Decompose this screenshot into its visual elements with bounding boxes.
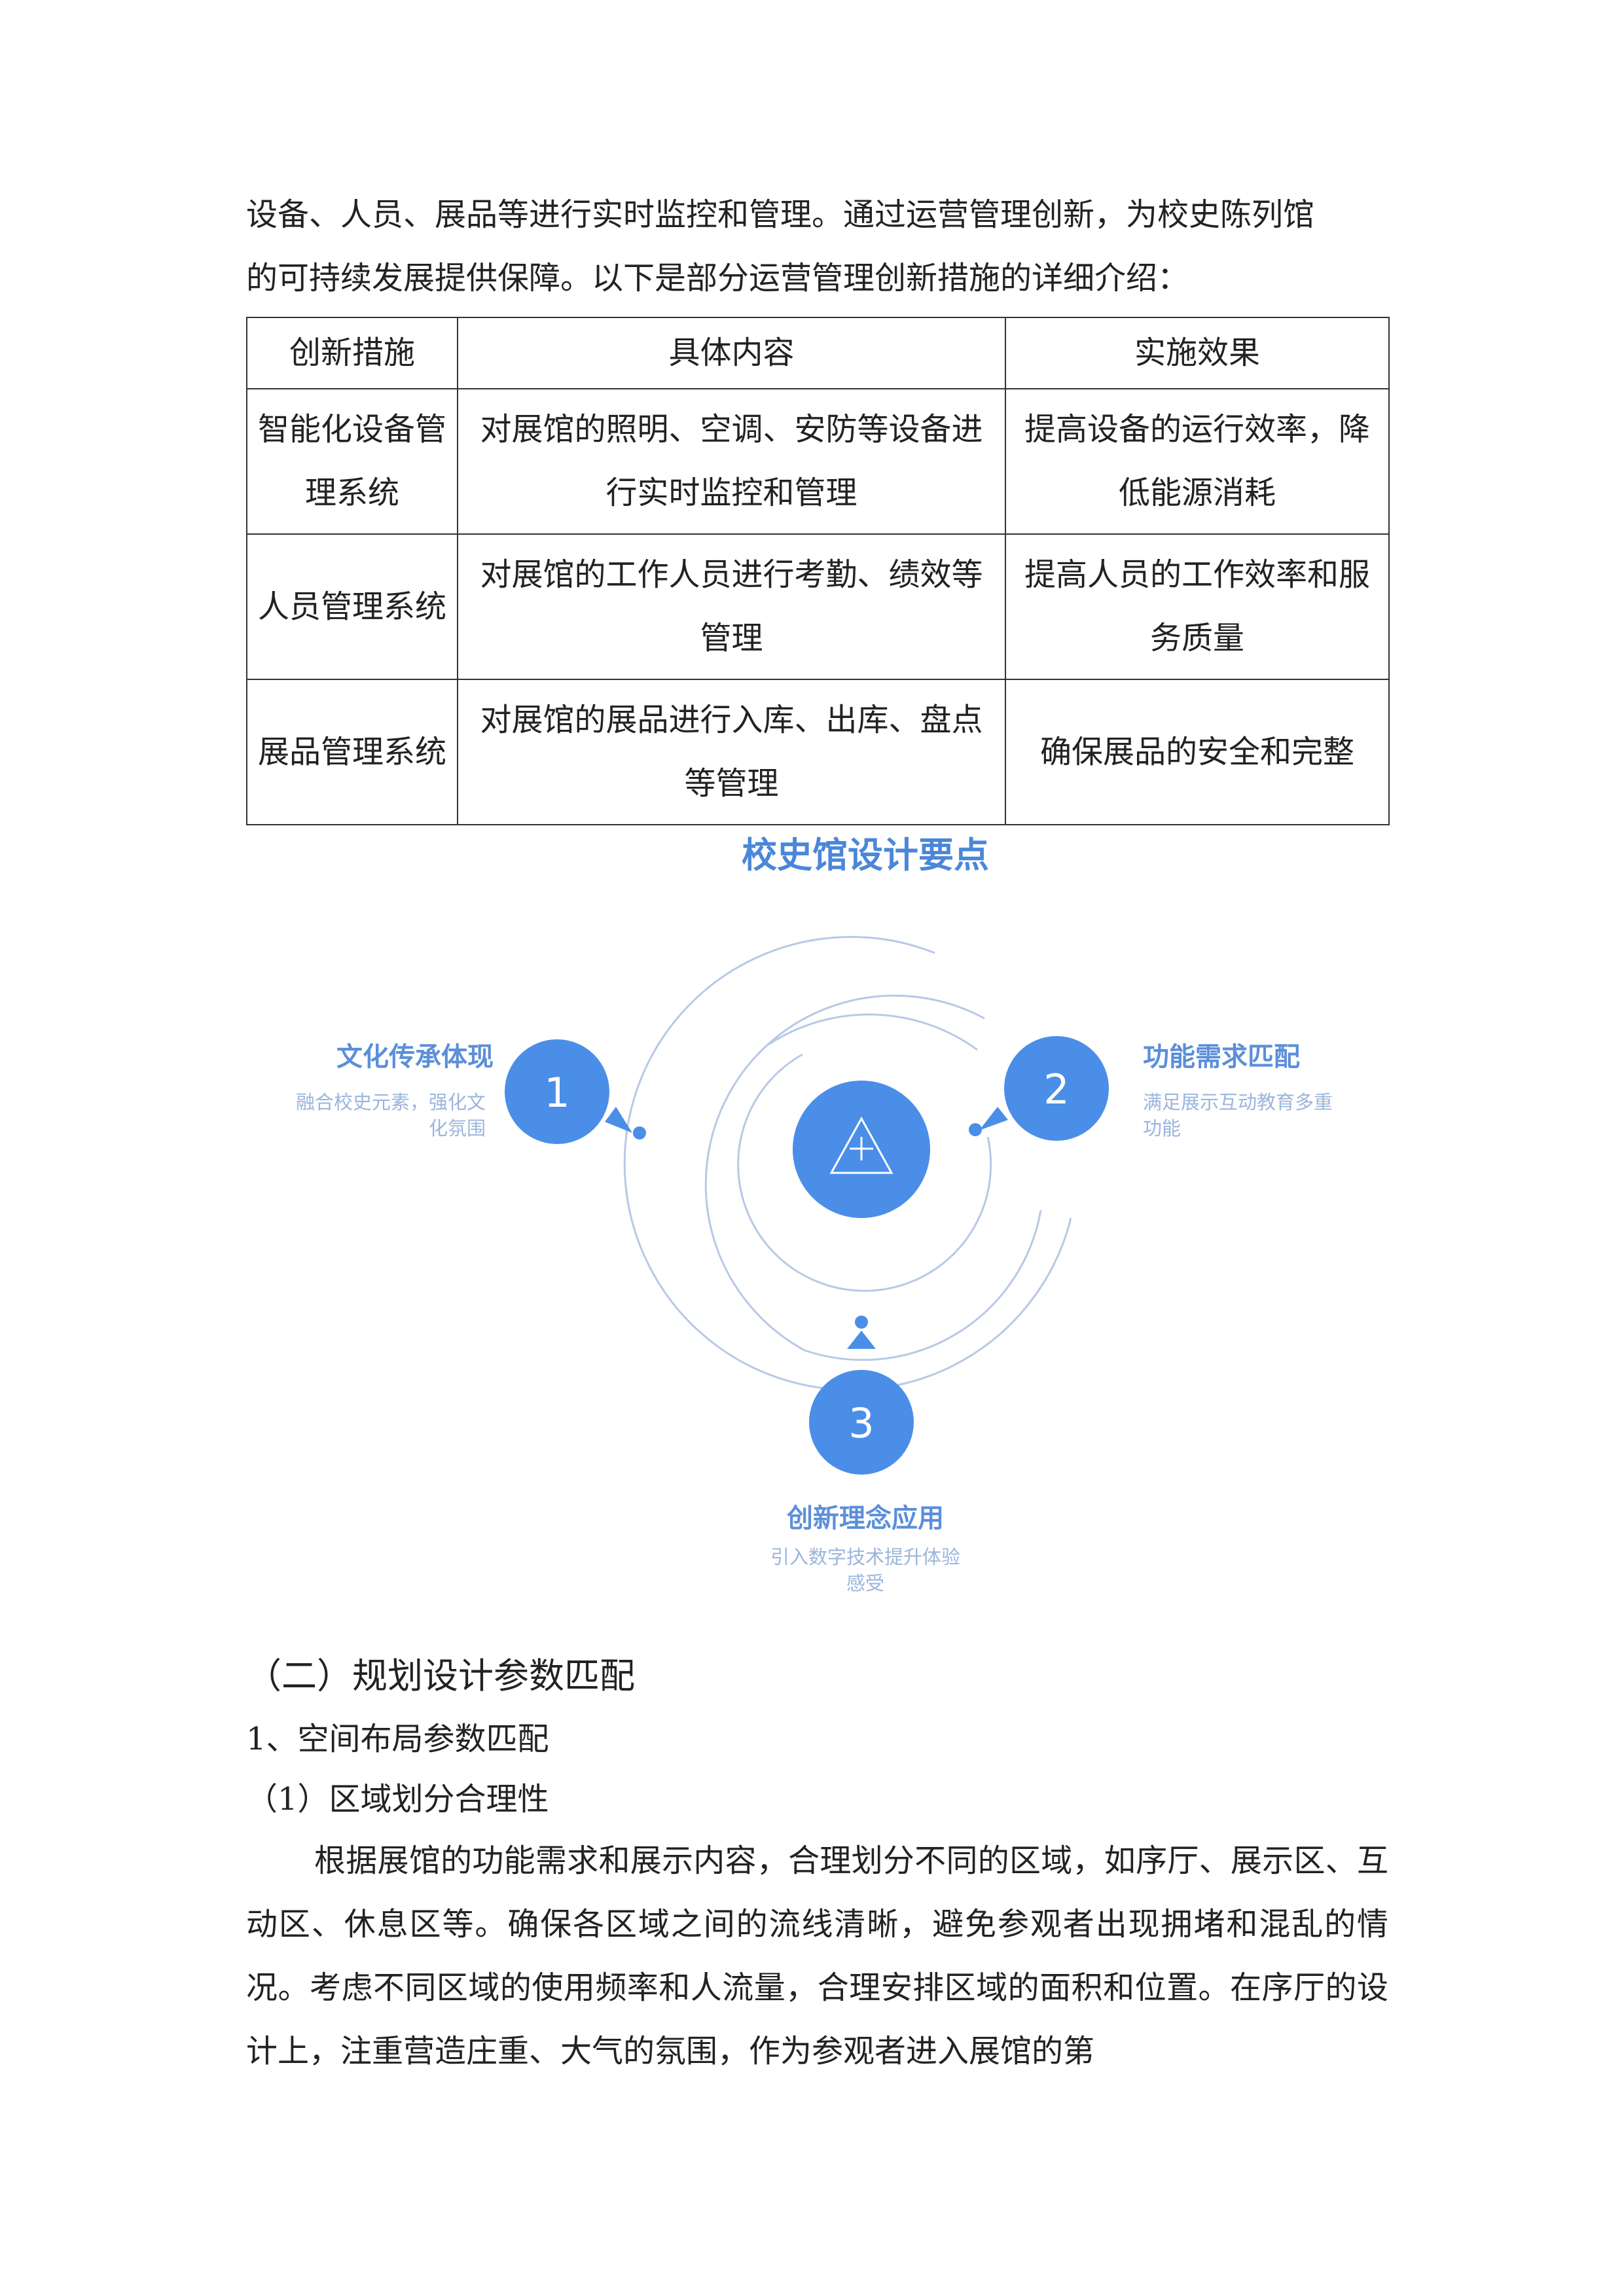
table-cell: 智能化设备管理系统 [246, 388, 458, 535]
table-cell: 提高设备的运行效率，降低能源消耗 [1005, 388, 1390, 535]
table-row: 人员管理系统 对展馆的工作人员进行考勤、绩效等管理 提高人员的工作效率和服务质量 [246, 533, 1390, 680]
point-3-circle [809, 1370, 914, 1475]
pointer-1 [605, 1107, 632, 1133]
table-cell: 对展馆的展品进行入库、出库、盘点等管理 [457, 679, 1006, 825]
document-page: 设备、人员、展品等进行实时监控和管理。通过运营管理创新，为校史陈列馆 的可持续发… [246, 183, 1390, 2083]
ring-dot [855, 1316, 868, 1329]
body-paragraph: 根据展馆的功能需求和展示内容，合理划分不同的区域，如序厅、展示区、互动区、休息区… [246, 1842, 1388, 2070]
table-cell: 人员管理系统 [246, 533, 458, 680]
diagram-svg: 校史馆设计要点 1 文化传承体现 融合校史元素，强化文 化氛围 [296, 834, 1333, 1594]
point-3-title: 创新理念应用 [787, 1503, 944, 1534]
table-cell: 展品管理系统 [246, 679, 458, 825]
table-cell: 提高人员的工作效率和服务质量 [1005, 533, 1390, 680]
point-1-title: 文化传承体现 [336, 1042, 494, 1072]
point-3-number: 3 [848, 1399, 874, 1447]
point-2-desc: 功能 [1143, 1117, 1181, 1139]
middle-ring-top [768, 1013, 978, 1051]
table-cell: 确保展品的安全和完整 [1005, 679, 1390, 825]
innovation-table: 创新措施 具体内容 实施效果 智能化设备管理系统 对展馆的照明、空调、安防等设备… [246, 317, 1390, 825]
point-1-desc: 融合校史元素，强化文 [296, 1091, 486, 1113]
pointer-3 [847, 1331, 876, 1349]
table-row: 智能化设备管理系统 对展馆的照明、空调、安防等设备进行实时监控和管理 提高设备的… [246, 388, 1390, 535]
table-header: 具体内容 [457, 317, 1006, 389]
point-1-number: 1 [544, 1069, 569, 1117]
inner-ring [737, 1053, 992, 1292]
subsection-heading: 1、空间布局参数匹配 [246, 1721, 549, 1757]
pointer-2 [979, 1107, 1008, 1130]
point-1-desc: 化氛围 [429, 1117, 486, 1139]
section-heading: （二）规划设计参数匹配 [246, 1655, 635, 1696]
table-header-row: 创新措施 具体内容 实施效果 [246, 317, 1390, 389]
point-2-circle [1004, 1036, 1109, 1141]
outer-ring [623, 936, 1072, 1391]
triangle-icon [829, 1116, 893, 1174]
table-header: 实施效果 [1005, 317, 1390, 389]
point-3-desc: 感受 [846, 1572, 884, 1594]
diagram-title: 校史馆设计要点 [742, 834, 989, 876]
middle-ring-bottom [804, 1210, 1042, 1361]
table-cell: 对展馆的照明、空调、安防等设备进行实时监控和管理 [457, 388, 1006, 535]
point-3-desc: 引入数字技术提升体验 [770, 1546, 960, 1568]
ring-dot [969, 1123, 982, 1136]
design-points-diagram: 校史馆设计要点 1 文化传承体现 融合校史元素，强化文 化氛围 [246, 825, 1388, 1643]
intro-line-1: 设备、人员、展品等进行实时监控和管理。通过运营管理创新，为校史陈列馆 [246, 196, 1315, 233]
point-1-circle [505, 1039, 609, 1144]
ring-dot [633, 1126, 646, 1139]
subsubsection-heading: （1）区域划分合理性 [246, 1781, 549, 1818]
intro-line-2: 的可持续发展提供保障。以下是部分运营管理创新措施的详细介绍： [246, 260, 1189, 296]
table-row: 展品管理系统 对展馆的展品进行入库、出库、盘点等管理 确保展品的安全和完整 [246, 679, 1390, 825]
point-2-desc: 满足展示互动教育多重 [1143, 1091, 1333, 1113]
middle-ring-left [704, 994, 985, 1352]
table-header: 创新措施 [246, 317, 458, 389]
table-cell: 对展馆的工作人员进行考勤、绩效等管理 [457, 533, 1006, 680]
point-2-number: 2 [1043, 1066, 1069, 1113]
point-2-title: 功能需求匹配 [1143, 1042, 1300, 1072]
